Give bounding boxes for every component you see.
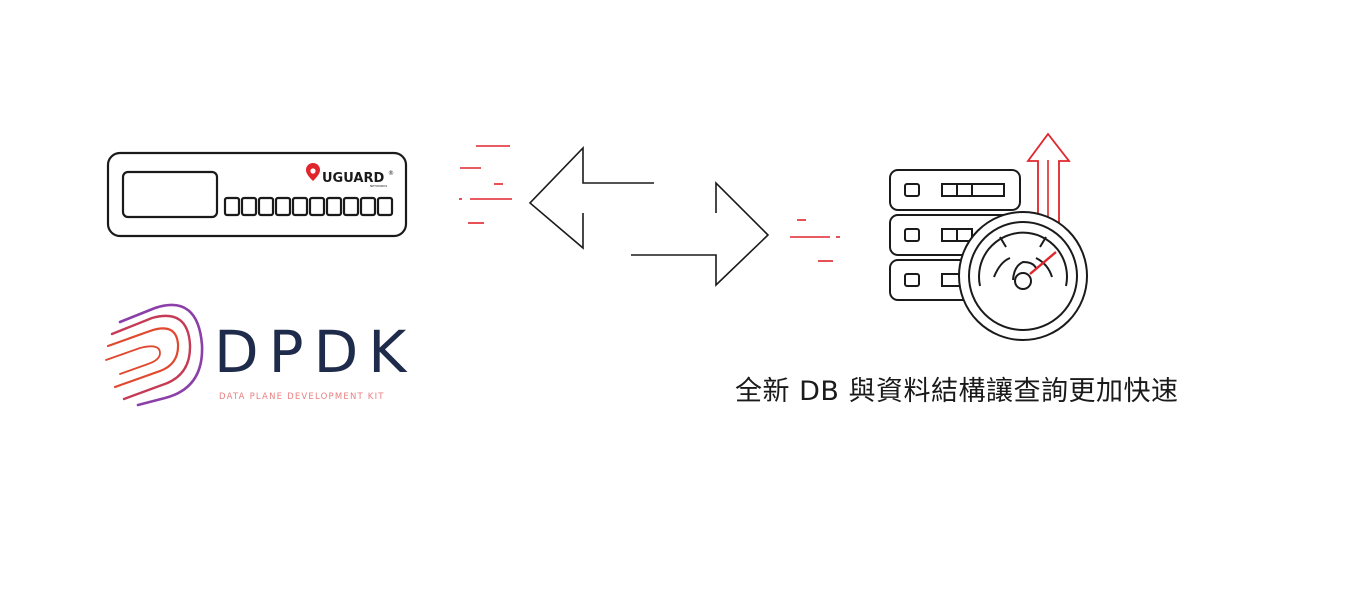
appliance-ports	[223, 196, 394, 217]
up-arrow-icon	[1026, 132, 1071, 240]
speedometer-icon	[958, 211, 1088, 341]
speed-lines-right	[790, 219, 840, 262]
uguard-brand-sub: NETWORKS	[370, 184, 387, 188]
server-unit-top	[889, 169, 1021, 211]
network-appliance-icon	[106, 151, 408, 238]
speed-caption: 全新 DB 與資料結構讓查詢更加快速	[735, 376, 1179, 407]
appliance-chassis	[106, 151, 408, 238]
bidirectional-arrows-icon	[528, 146, 770, 287]
right-arrow-icon	[631, 181, 770, 287]
dpdk-logo: DPDK DATA PLANE DEVELOPMENT KIT	[105, 303, 416, 407]
left-arrow-icon	[528, 146, 654, 250]
uguard-logo: UGUARD ® NETWORKS	[306, 163, 394, 188]
dpdk-swoosh-icon	[105, 303, 204, 407]
appliance-display	[121, 170, 219, 219]
uguard-brand-text: UGUARD	[322, 171, 384, 186]
gauge-needle	[1029, 251, 1057, 275]
dpdk-wordmark: DPDK	[214, 318, 416, 386]
uguard-registered-mark: ®	[388, 170, 394, 177]
speed-lines-left	[459, 145, 512, 224]
server-stack-icon	[889, 169, 1021, 301]
dpdk-tagline: DATA PLANE DEVELOPMENT KIT	[219, 392, 385, 402]
